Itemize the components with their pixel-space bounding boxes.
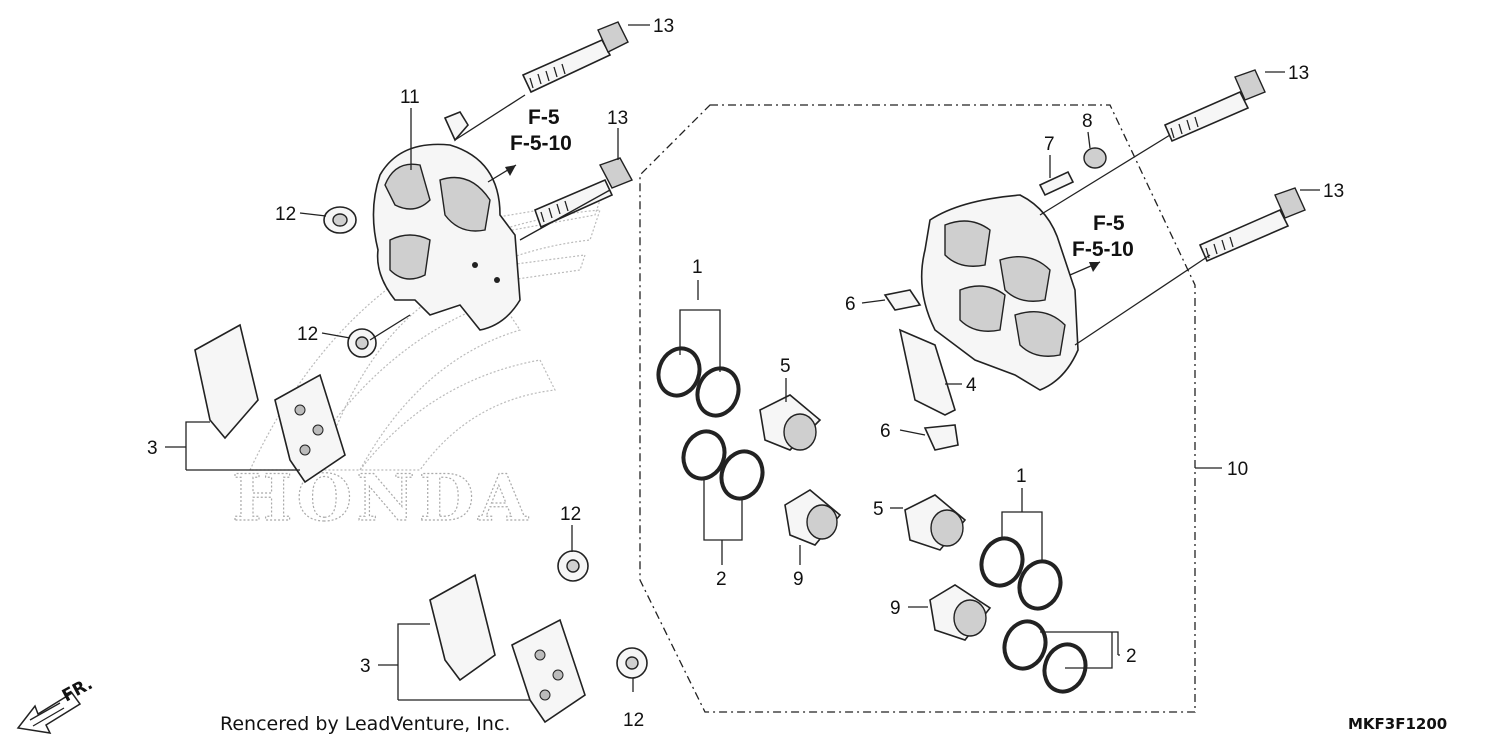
brake-pads-upper-left [194, 323, 346, 484]
callout-5: 5 [780, 356, 791, 377]
callout-5: 5 [873, 499, 884, 520]
honda-watermark-text: HONDA [232, 461, 532, 536]
callout-13: 13 [653, 16, 674, 37]
callout-3: 3 [147, 438, 158, 459]
credit-line: Rencered by LeadVenture, Inc. [220, 713, 510, 735]
diagram-code: MKF3F1200 [1348, 715, 1447, 733]
brake-pads-lower-left [429, 573, 586, 724]
clip-6-b [923, 424, 959, 451]
piston-seals-left [656, 346, 765, 501]
callout-6: 6 [845, 294, 856, 315]
callout-9: 9 [890, 598, 901, 619]
nut-12-d [616, 647, 648, 679]
callout-8: 8 [1082, 111, 1093, 132]
ref-label-right-2: F-5-10 [1072, 238, 1134, 261]
callout-7: 7 [1044, 134, 1055, 155]
callout-13: 13 [1288, 63, 1309, 84]
bleeder-screw-7 [1038, 170, 1075, 197]
callout-12: 12 [275, 204, 296, 225]
bolt-13-c [1163, 69, 1266, 143]
front-arrow [16, 691, 82, 734]
callout-11: 11 [400, 87, 420, 108]
callout-1: 1 [1016, 466, 1027, 487]
piston-5-right [904, 494, 967, 551]
pad-spring-4 [898, 328, 956, 416]
bolt-13-a [521, 21, 629, 94]
callout-10: 10 [1227, 459, 1248, 480]
bolt-13-d [1198, 187, 1306, 263]
callout-12: 12 [297, 324, 318, 345]
kit-boundary [639, 104, 1196, 713]
leader-lines [165, 24, 1320, 701]
callout-2: 2 [716, 569, 727, 590]
nut-12-a [323, 206, 357, 234]
callout-9: 9 [793, 569, 804, 590]
ref-label-left-2: F-5-10 [510, 132, 572, 155]
clip-6-a [883, 289, 922, 311]
callout-3: 3 [360, 656, 371, 677]
nut-12-b [347, 328, 377, 358]
ref-arrow-left [487, 164, 517, 183]
callout-12: 12 [560, 504, 581, 525]
callout-12: 12 [623, 710, 644, 731]
callout-2: 2 [1126, 646, 1137, 667]
left-caliper [372, 111, 521, 331]
ref-label-left-1: F-5 [528, 106, 560, 129]
nut-12-c [557, 550, 589, 582]
piston-seals-right [979, 536, 1088, 694]
piston-9-left [784, 489, 842, 546]
right-caliper [920, 194, 1079, 391]
callout-6: 6 [880, 421, 891, 442]
callout-1: 1 [692, 257, 703, 278]
piston-5-left [759, 394, 822, 451]
ref-arrow-right [1069, 261, 1101, 276]
callout-13: 13 [607, 108, 628, 129]
bolt-13-b [533, 157, 633, 229]
callout-13: 13 [1323, 181, 1344, 202]
piston-9-right [929, 584, 992, 641]
bleeder-cap-8 [1083, 147, 1107, 169]
ref-label-right-1: F-5 [1093, 212, 1125, 235]
callout-4: 4 [966, 375, 977, 396]
